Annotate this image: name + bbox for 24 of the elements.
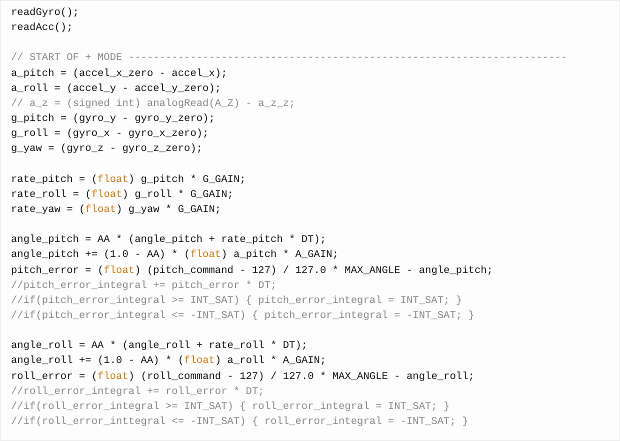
code-line: rate_roll = (float) g_roll * G_GAIN;: [11, 188, 234, 202]
code-line: g_yaw = (gyro_z - gyro_z_zero);: [11, 143, 203, 156]
code-comment: // a_z = (signed int) analogRead(A_Z) - a_z_z;: [11, 98, 296, 111]
code-comment: //if(pitch_error_integral >= INT_SAT) { pitch_error_integral = INT_SAT; }: [11, 294, 462, 308]
code-line: angle_roll += (1.0 - AA) * (float) a_roll * A_GAIN;: [11, 355, 326, 368]
code-line: g_roll = (gyro_x - gyro_x_zero);: [11, 128, 209, 142]
code-comment: //pitch_error_integral += pitch_error * DT;: [11, 280, 277, 293]
code-line: readGyro();: [11, 7, 79, 20]
code-line: angle_roll = AA * (angle_roll + rate_roll * DT);: [11, 340, 308, 354]
code-line: angle_pitch = AA * (angle_pitch + rate_pitch * DT);: [11, 234, 326, 248]
code-line: a_pitch = (accel_x_zero - accel_x);: [11, 68, 228, 81]
code-line: g_pitch = (gyro_y - gyro_y_zero);: [11, 113, 215, 126]
code-comment: //if(pitch_error_integral <= -INT_SAT) { pitch_error_integral = -INT_SAT; }: [11, 310, 474, 323]
code-line: readAcc();: [11, 22, 73, 36]
code-line: roll_error = (float) (roll_command - 127) / 127.0 * MAX_ANGLE - angle_roll;: [11, 370, 474, 384]
code-comment: //roll_error_integral += roll_error * DT;: [11, 386, 264, 399]
code-line: angle_pitch += (1.0 - AA) * (float) a_pitch * A_GAIN;: [11, 249, 339, 262]
code-comment: // START OF + MODE -----------------------------------------------------------------------: [11, 52, 568, 66]
code-line: pitch_error = (float) (pitch_command - 127) / 127.0 * MAX_ANGLE - angle_pitch;: [11, 264, 493, 278]
code-line: rate_yaw = (float) g_yaw * G_GAIN;: [11, 204, 222, 217]
code-comment: //if(roll_error_inttegral <= -INT_SAT) { roll_error_integral = -INT_SAT; }: [11, 416, 468, 430]
code-line: a_roll = (accel_y - accel_y_zero);: [11, 82, 222, 96]
code-comment: //if(roll_error_integral >= INT_SAT) { roll_error_integral = INT_SAT; }: [11, 400, 450, 414]
code-line: rate_pitch = (float) g_pitch * G_GAIN;: [11, 174, 246, 187]
